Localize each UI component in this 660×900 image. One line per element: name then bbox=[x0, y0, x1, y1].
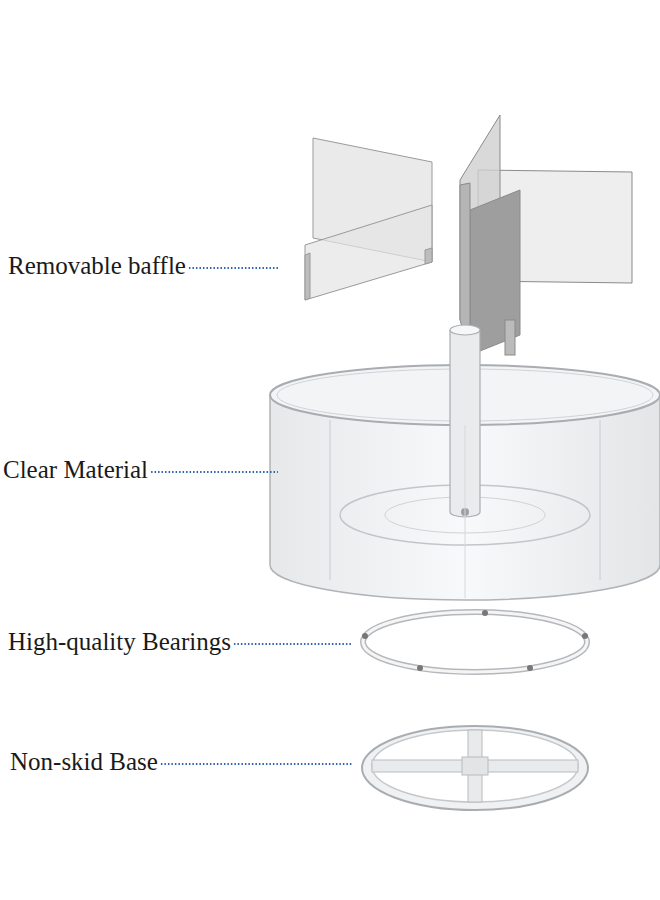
wall-seam bbox=[330, 420, 331, 580]
baffle-clip bbox=[425, 248, 432, 264]
leader-line bbox=[151, 471, 278, 473]
baffle-clip bbox=[505, 320, 515, 355]
baffle-clip bbox=[305, 253, 310, 300]
non-skid-base bbox=[362, 726, 588, 810]
baffle-panel bbox=[305, 205, 432, 300]
bowl-wall bbox=[270, 395, 660, 600]
base-hub bbox=[462, 757, 488, 775]
part-label: High-quality Bearings bbox=[8, 628, 231, 656]
bearing-ball bbox=[417, 665, 423, 671]
leader-line bbox=[189, 267, 278, 269]
center-tube-top bbox=[450, 325, 480, 335]
bearing-ball bbox=[582, 633, 588, 639]
wall-seam bbox=[465, 425, 466, 598]
bearing-ring bbox=[362, 610, 588, 672]
base-rim bbox=[362, 726, 588, 810]
base-inner bbox=[372, 730, 578, 802]
bearing-ring-band bbox=[363, 612, 587, 672]
bearing-ring-inner bbox=[363, 612, 587, 672]
bearing-ball bbox=[527, 665, 533, 671]
baffle-left bbox=[305, 138, 432, 300]
wall-seam bbox=[600, 420, 601, 580]
leader-line bbox=[161, 763, 352, 765]
part-label: Non-skid Base bbox=[10, 748, 158, 776]
bearing-ball bbox=[362, 633, 368, 639]
bearing-ball bbox=[482, 610, 488, 616]
leader-line bbox=[234, 643, 352, 645]
part-label: Removable baffle bbox=[8, 252, 186, 280]
baffle-right bbox=[460, 115, 632, 355]
part-label: Clear Material bbox=[3, 456, 148, 484]
turntable-bowl bbox=[270, 325, 660, 600]
